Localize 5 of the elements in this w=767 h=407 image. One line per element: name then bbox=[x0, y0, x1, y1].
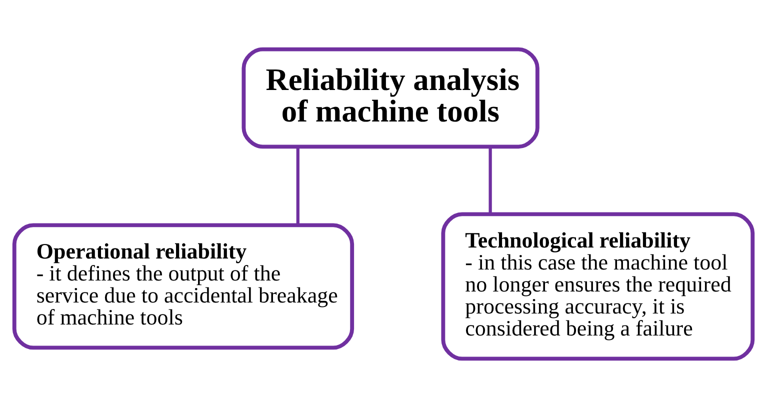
connector bbox=[488, 146, 492, 214]
node-box: Reliability analysis of machine tools bbox=[242, 46, 540, 148]
connector bbox=[296, 146, 300, 224]
node-box: Technological reliability - in this case the machine tool no longer ensures the required processing accuracy, it is considered being a failure bbox=[441, 212, 755, 360]
node-box: Operational reliability - it defines the output of the service due to accidental breakage of machine tools bbox=[12, 222, 354, 350]
